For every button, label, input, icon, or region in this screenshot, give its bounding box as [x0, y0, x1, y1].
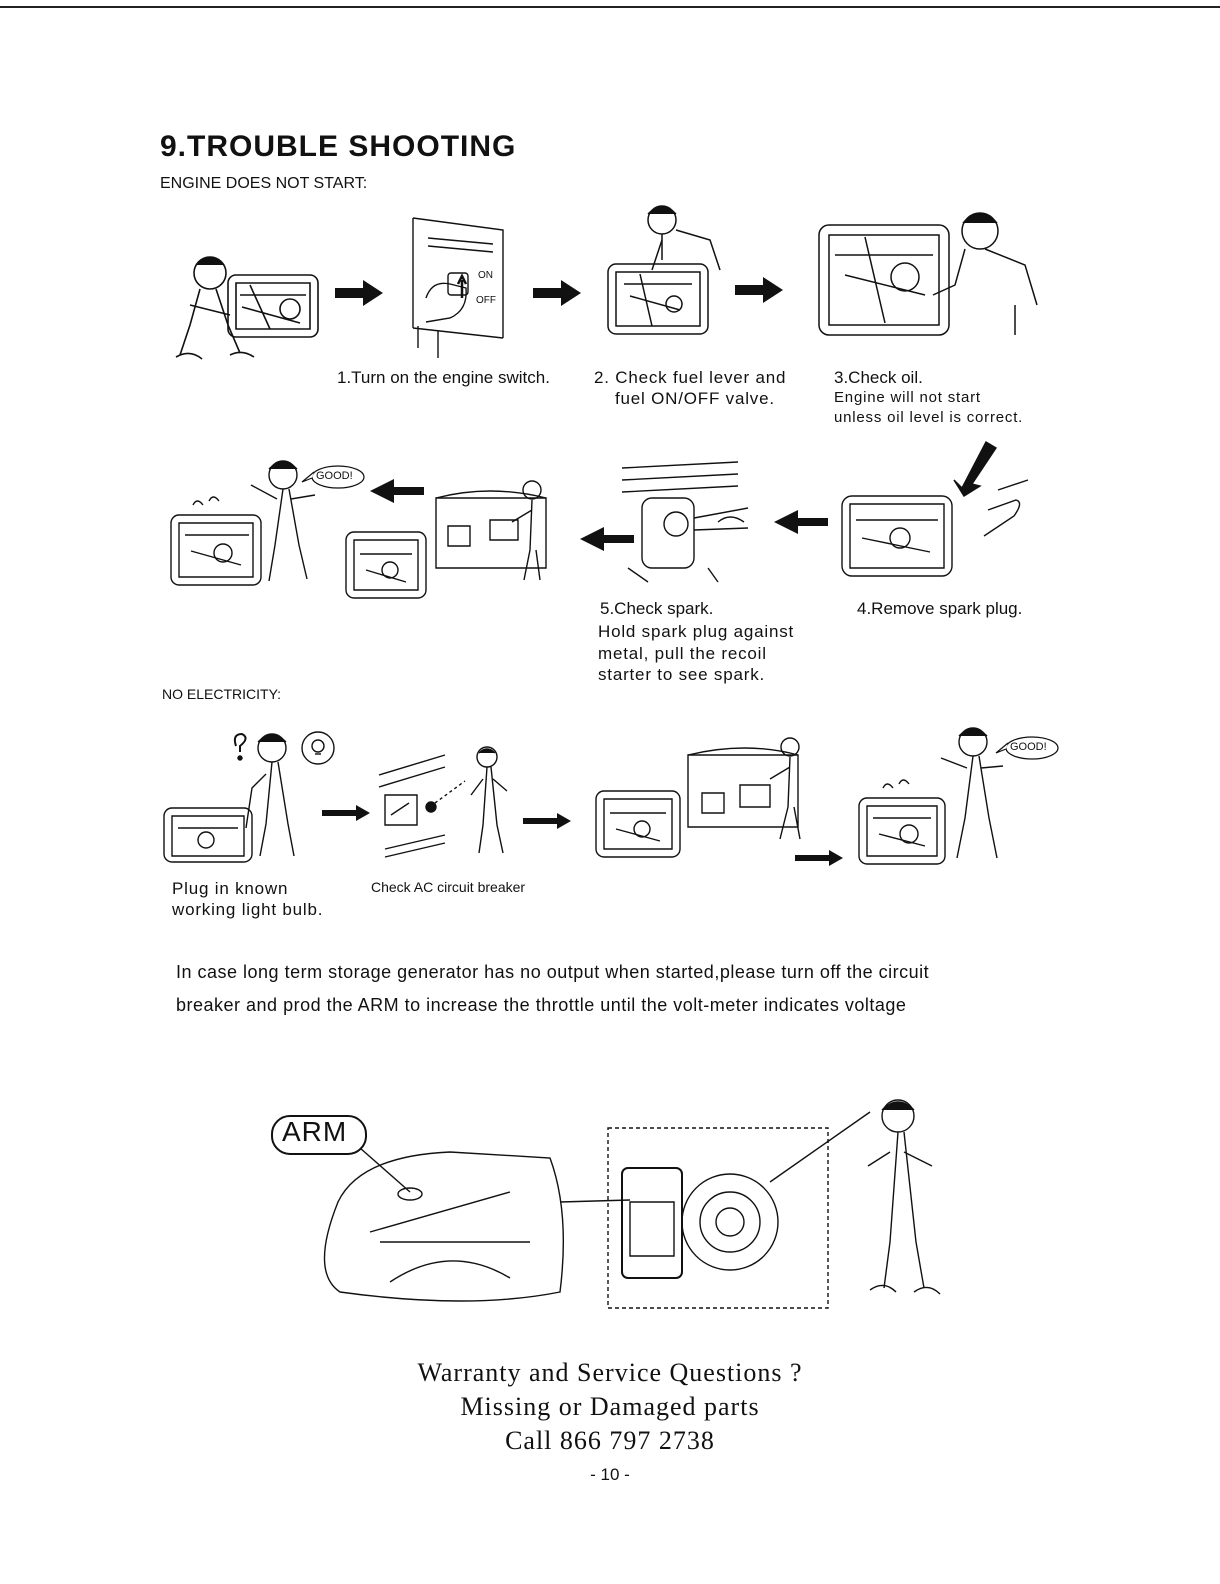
- generator-with-worker-illustration: [170, 245, 330, 370]
- step-5-caption-line3: metal, pull the recoil: [598, 644, 767, 663]
- step-2-caption-line2: fuel ON/OFF valve.: [615, 389, 775, 408]
- check-oil-illustration: [815, 205, 1040, 345]
- arrow-right-icon: [335, 280, 383, 306]
- arrow-right-icon: [795, 850, 843, 866]
- running-generator-good-illustration-2: [855, 722, 1035, 882]
- step-3-caption-line2: Engine will not start: [834, 389, 981, 406]
- load-connected-illustration: [340, 480, 570, 605]
- good-speech-bubble-2: [1004, 735, 1060, 761]
- arrow-right-icon: [735, 277, 783, 303]
- no-electricity-label: NO ELECTRICITY:: [162, 686, 282, 702]
- load-connected-illustration-2: [590, 735, 830, 865]
- arm-label: ARM: [282, 1116, 348, 1147]
- remove-spark-plug-illustration: [838, 440, 1033, 585]
- step-3-caption-line3: unless oil level is correct.: [834, 409, 1024, 426]
- good-speech-bubble: [310, 464, 366, 490]
- arrow-right-icon: [322, 805, 370, 821]
- switch-off-label: OFF: [476, 295, 496, 306]
- warranty-line2: Missing or Damaged parts: [460, 1392, 760, 1421]
- good-bubble-text-1: GOOD!: [316, 470, 353, 482]
- arrow-right-icon: [523, 813, 571, 829]
- step-5-caption-line1: 5.Check spark.: [600, 599, 714, 618]
- arrow-left-icon: [580, 527, 634, 551]
- fuel-valve-illustration: [600, 200, 725, 350]
- step-3-caption-line1: 3.Check oil.: [834, 368, 923, 387]
- switch-on-label: ON: [478, 270, 493, 281]
- bulb-caption-line2: working light bulb.: [172, 900, 324, 919]
- step-1-caption: 1.Turn on the engine switch.: [337, 368, 550, 387]
- page-number: - 10 -: [590, 1465, 630, 1484]
- breaker-caption: Check AC circuit breaker: [371, 879, 526, 895]
- step-2-caption-line1: 2. Check fuel lever and: [594, 368, 787, 387]
- step-4-caption: 4.Remove spark plug.: [857, 599, 1023, 618]
- step-5-caption-line4: starter to see spark.: [598, 665, 766, 684]
- storage-note-line2: breaker and prod the ARM to increase the…: [176, 995, 907, 1015]
- circuit-breaker-illustration: [375, 745, 520, 860]
- light-bulb-test-illustration: [160, 728, 345, 863]
- arrow-right-icon: [533, 280, 581, 306]
- good-bubble-text-2: GOOD!: [1010, 741, 1047, 753]
- engine-switch-illustration: [408, 218, 508, 358]
- bulb-caption-line1: Plug in known: [172, 879, 289, 898]
- engine-section-label: ENGINE DOES NOT START:: [160, 175, 368, 192]
- arrow-left-icon: [774, 510, 828, 534]
- running-generator-good-illustration: [165, 455, 355, 605]
- step-5-caption-line2: Hold spark plug against: [598, 622, 795, 641]
- page-title: 9.TROUBLE SHOOTING: [160, 130, 517, 163]
- warranty-line1: Warranty and Service Questions ?: [417, 1358, 803, 1387]
- storage-note-line1: In case long term storage generator has …: [176, 962, 930, 982]
- arm-throttle-illustration: [270, 1092, 970, 1314]
- arrow-left-icon: [370, 479, 424, 503]
- top-rule: [0, 6, 1220, 8]
- check-spark-illustration: [618, 458, 758, 583]
- warranty-phone: Call 866 797 2738: [505, 1426, 715, 1455]
